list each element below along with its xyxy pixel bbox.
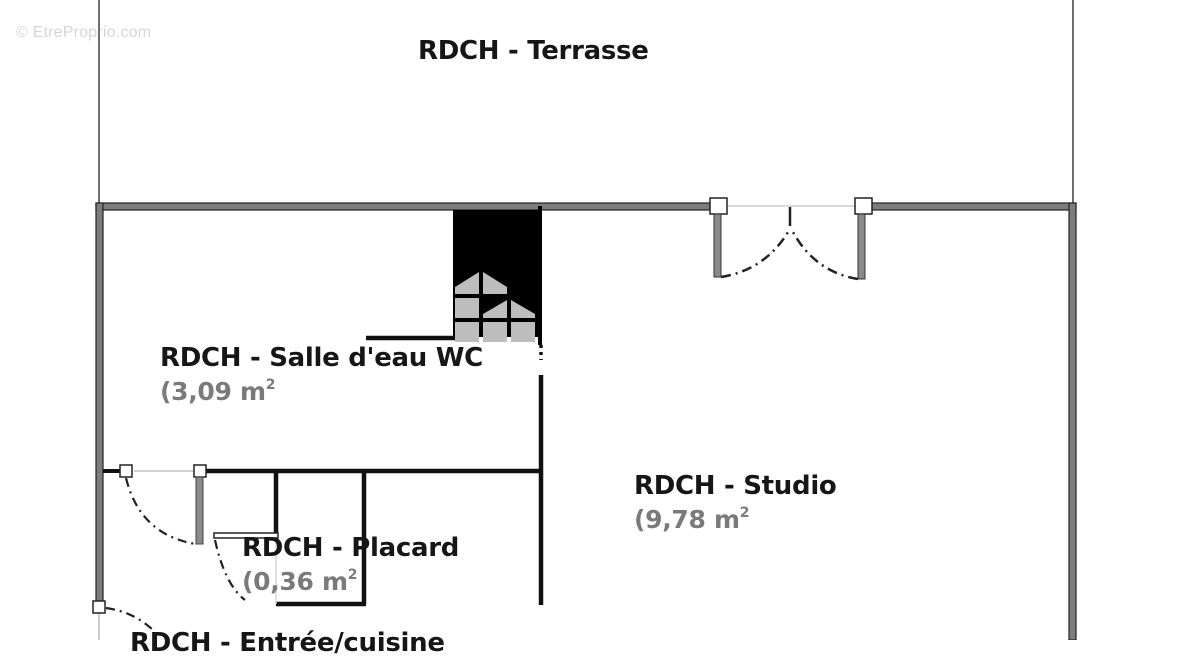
room-name: RDCH - Studio xyxy=(634,471,837,501)
room-name: RDCH - Entrée/cuisine xyxy=(130,628,445,658)
floor-plan xyxy=(92,0,1077,640)
bath-door-leaf xyxy=(195,476,204,545)
bath-door-hinge-left xyxy=(119,464,133,478)
wall-top-left xyxy=(95,202,712,211)
room-label-studio: RDCH - Studio (9,78 m2 xyxy=(634,471,837,534)
agency-logo-icon xyxy=(455,272,535,342)
door-hinge-left xyxy=(709,197,728,215)
room-name: RDCH - Salle d'eau WC xyxy=(160,343,483,373)
bath-door-hinge-right xyxy=(193,464,207,478)
room-name: RDCH - Terrasse xyxy=(418,36,649,66)
room-area: (3,09 m2 xyxy=(160,376,276,406)
door-hinge-right xyxy=(854,197,873,215)
room-label-placard: RDCH - Placard (0,36 m2 xyxy=(242,533,459,596)
room-label-salle-eau: RDCH - Salle d'eau WC (3,09 m2 xyxy=(160,343,483,406)
room-area: (0,36 m2 xyxy=(242,566,358,596)
room-label-entree: RDCH - Entrée/cuisine xyxy=(130,628,445,658)
wall-right xyxy=(1068,202,1077,640)
door-leaf-left xyxy=(713,213,722,278)
entry-door-hinge xyxy=(92,600,106,614)
door-leaf-right xyxy=(857,213,866,280)
room-label-terrasse: RDCH - Terrasse xyxy=(418,36,649,66)
wall-left xyxy=(95,202,104,609)
wall-top-right xyxy=(869,202,1077,211)
room-area: (9,78 m2 xyxy=(634,504,750,534)
watermark: © EtreProprio.com xyxy=(16,24,152,41)
room-name: RDCH - Placard xyxy=(242,533,460,563)
